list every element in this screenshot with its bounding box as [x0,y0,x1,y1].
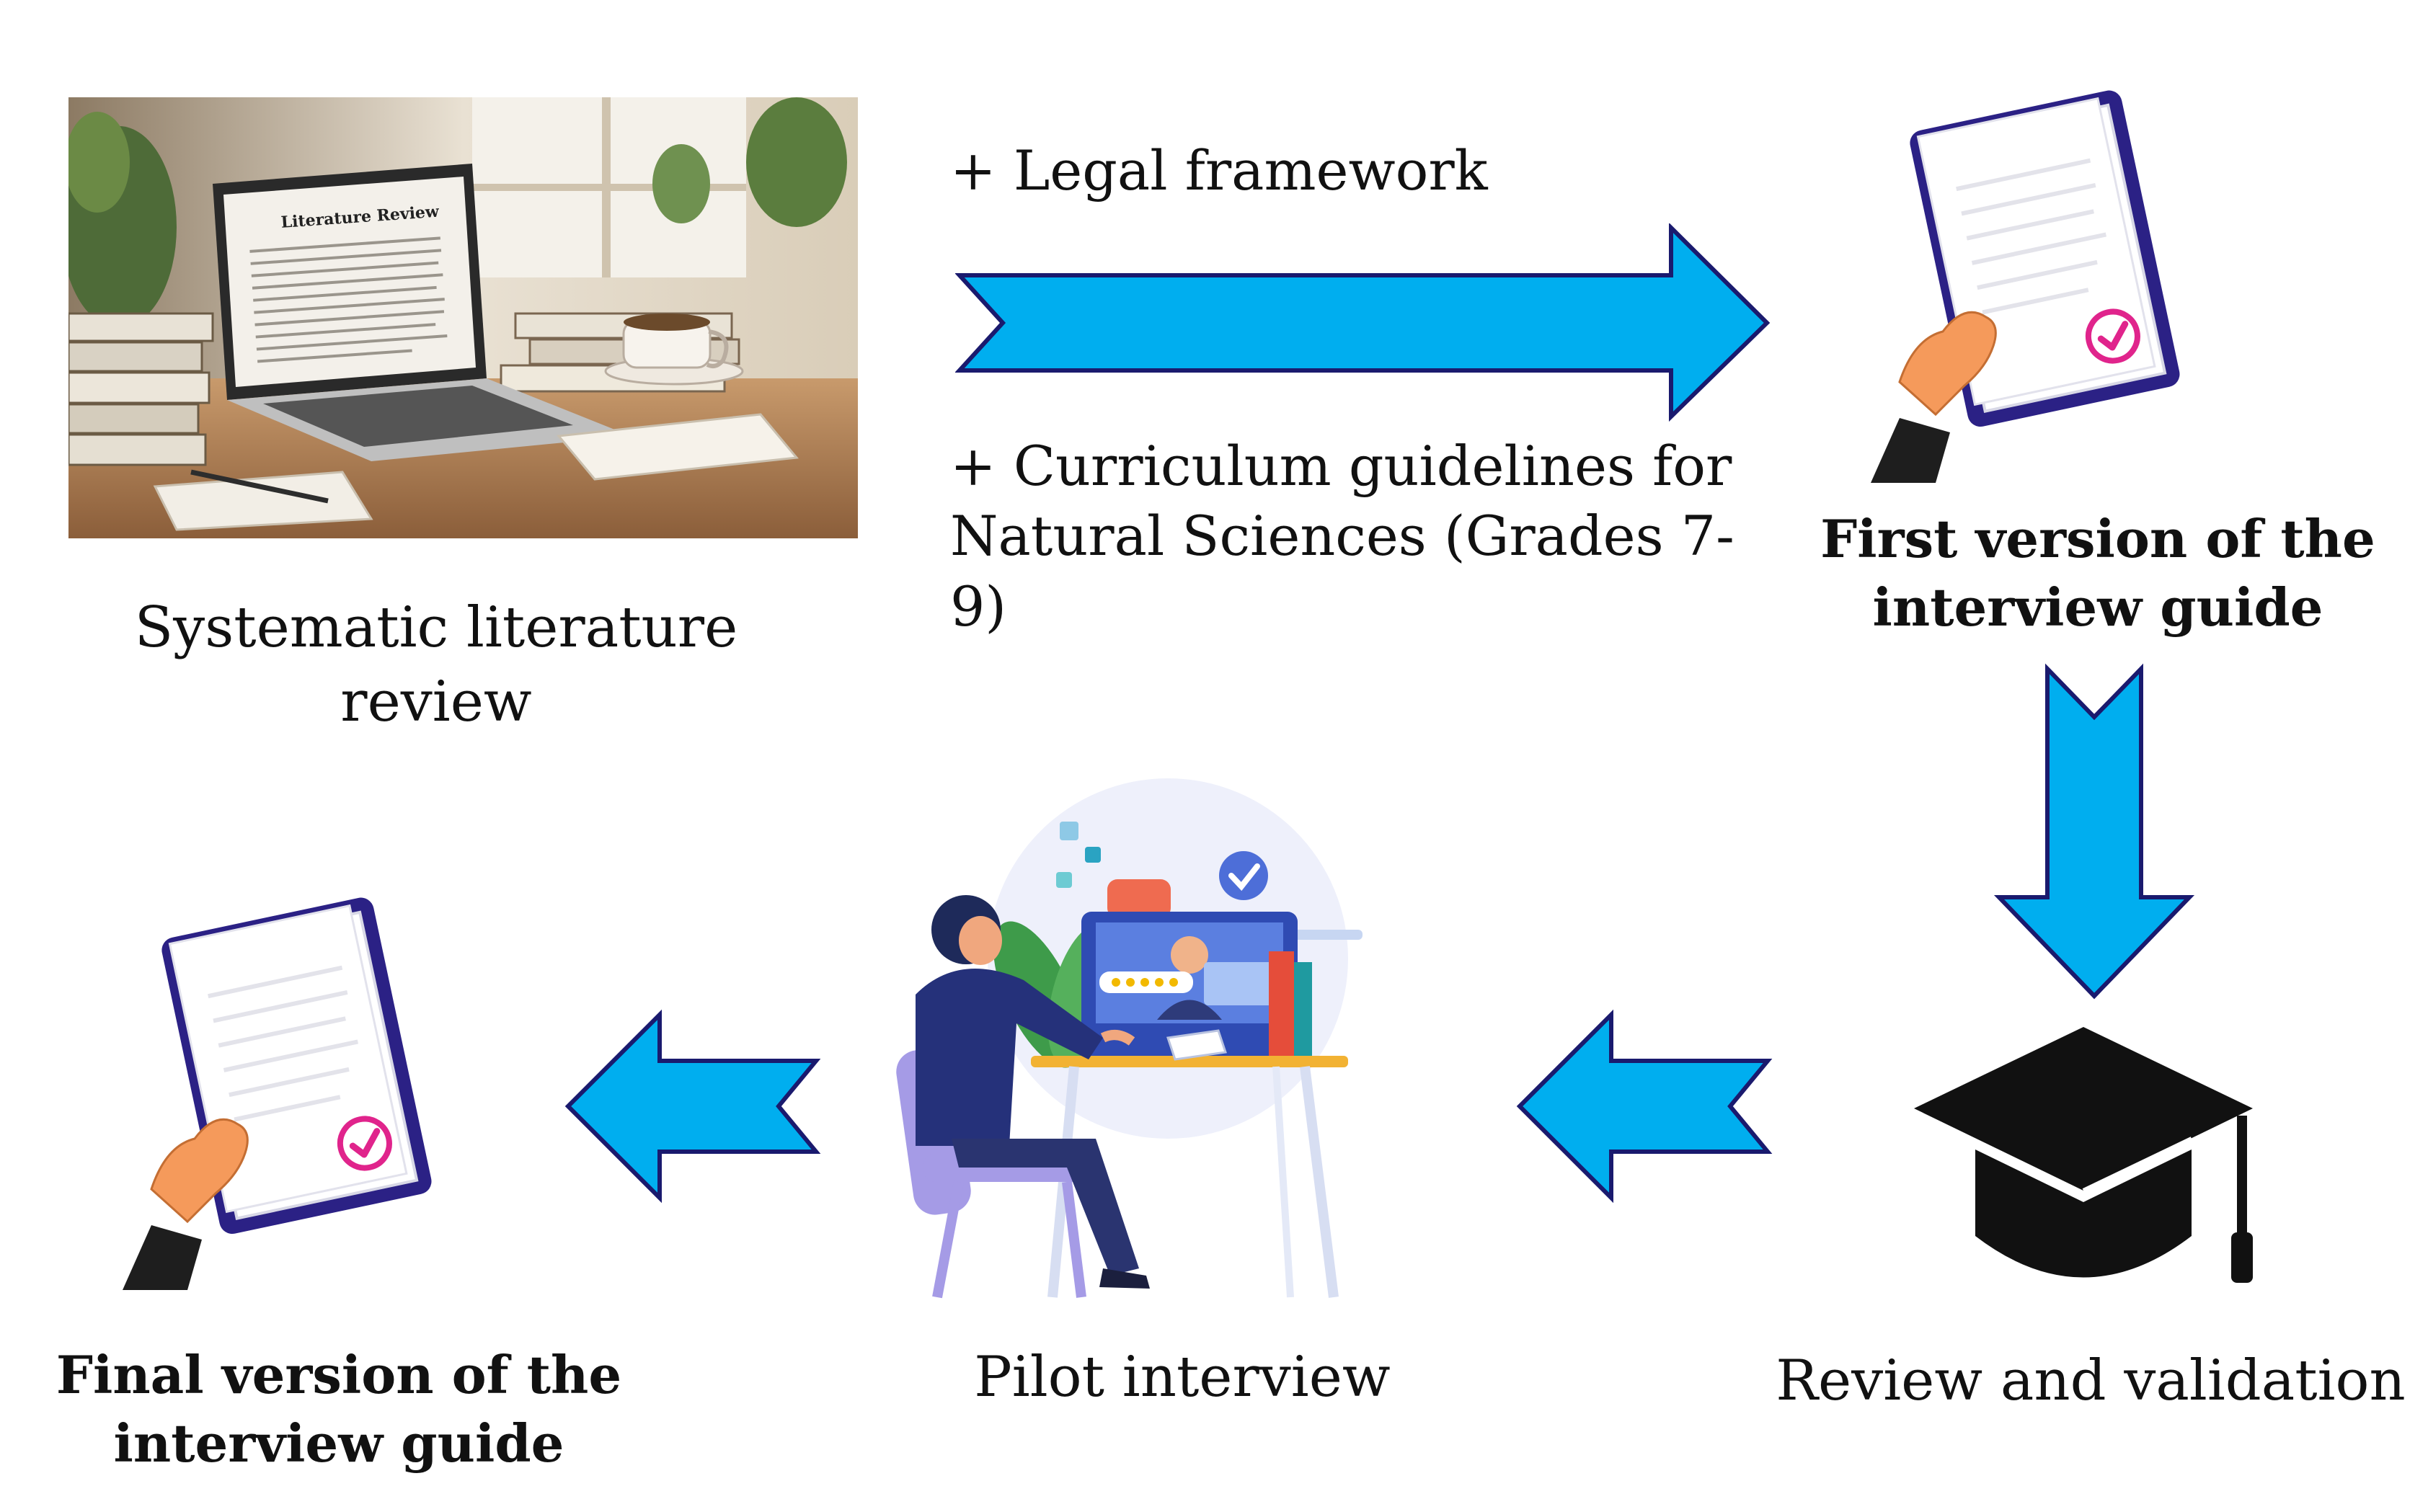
first-version-line1: First version of the [1820,508,2375,569]
first-version-clipboard [1871,79,2217,497]
legal-framework-text: + Legal framework [950,135,1599,205]
review-cap [1903,1023,2264,1312]
curriculum-text: + Curriculum guidelines for Natural Scie… [950,431,1743,641]
final-version-clipboard [123,886,469,1304]
arrow-right-top [955,223,1773,422]
first-version-label: First version of the interview guide [1802,504,2393,641]
arrow-right-icon [955,223,1771,422]
clipboard-check-icon [1871,90,2180,483]
first-version-line2: interview guide [1872,577,2323,639]
arrow-left-left [562,1009,822,1204]
final-version-line1: Final version of the [56,1344,622,1405]
literature-label-line2: review [340,669,532,734]
literature-label-line1: Systematic literature [134,595,738,660]
clipboard-check-icon [123,897,432,1290]
review-label-text: Review and validation [1776,1348,2406,1413]
arrow-left-icon [1516,1009,1773,1204]
arrow-down [1993,663,2195,1002]
arrow-left-right [1514,1009,1773,1204]
curriculum-line2: Natural Sciences (Grades 7-9) [950,504,1734,639]
review-label: Review and validation [1759,1344,2422,1418]
curriculum-line1: + Curriculum guidelines for [950,434,1732,498]
arrow-down-icon [1993,663,2195,1000]
literature-photo: Literature Review [68,97,858,538]
pilot-illustration [887,778,1391,1312]
pilot-label: Pilot interview [901,1340,1463,1415]
final-version-line2: interview guide [113,1413,564,1475]
legal-framework-line: + Legal framework [950,138,1488,203]
final-version-label: Final version of the interview guide [43,1340,634,1477]
arrow-left-icon [564,1009,821,1204]
graduation-cap-icon [1914,1027,2253,1283]
laptop-photo-icon: Literature Review [68,97,858,538]
video-interview-icon [896,778,1363,1299]
pilot-label-text: Pilot interview [974,1345,1391,1410]
literature-label: Systematic literature review [123,591,750,739]
